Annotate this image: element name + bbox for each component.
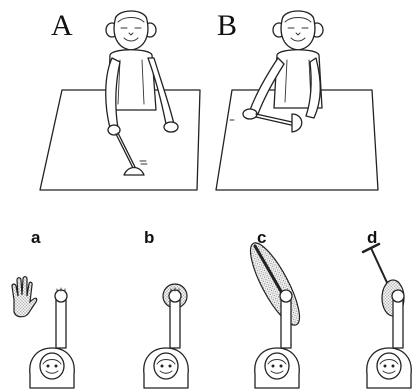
subpanel-b [144, 284, 189, 388]
subpanel-label-a: a [31, 228, 41, 247]
monkey-with-rake-icon [230, 11, 323, 132]
subpanel-label-b: b [144, 228, 154, 247]
monkey-top-view-icon [30, 288, 75, 388]
monkey-top-view-icon [242, 237, 308, 388]
hand-icon [12, 277, 37, 317]
subpanel-c [242, 237, 308, 388]
monkey-top-view-icon [144, 284, 189, 388]
monkey-with-rake-icon [106, 11, 178, 175]
subpanel-label-d: d [367, 228, 377, 247]
panel-label-b: B [217, 9, 237, 42]
monkey-top-view-icon [363, 244, 411, 388]
subpanel-d [363, 244, 411, 388]
subpanel-a [12, 277, 74, 388]
panel-b: B [216, 9, 378, 190]
panel-label-a: A [51, 9, 73, 42]
panel-a: A [40, 9, 200, 190]
